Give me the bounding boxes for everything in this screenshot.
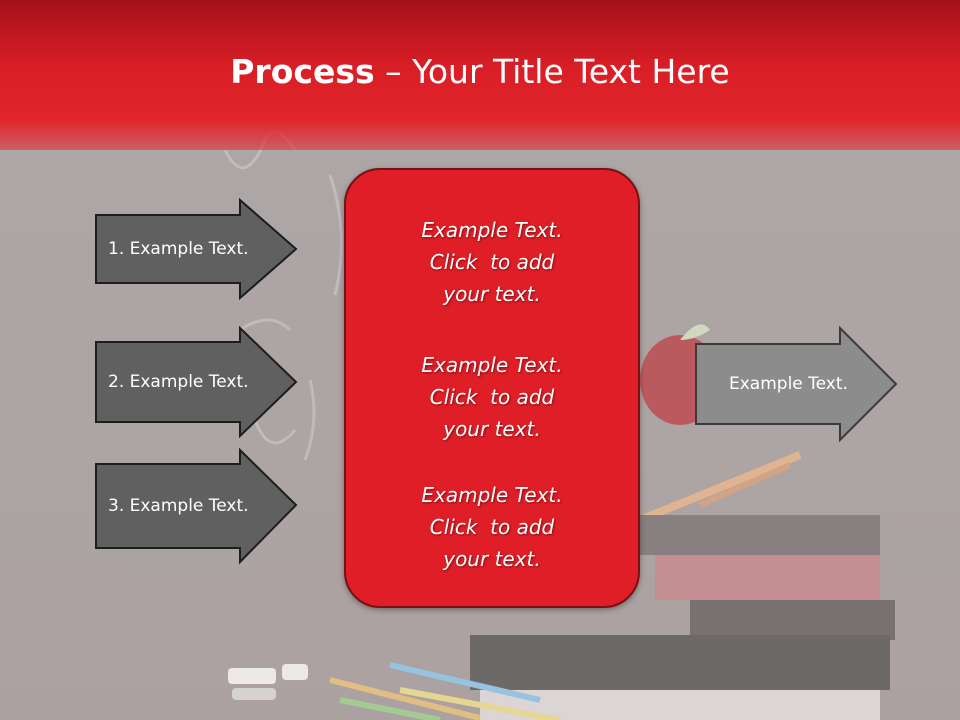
block-2-line-3: your text. bbox=[443, 417, 541, 441]
block-3-line-2: Click to add bbox=[429, 515, 555, 539]
block-2-line-2: Click to add bbox=[429, 385, 555, 409]
chalk-pieces-image bbox=[228, 664, 308, 700]
arrow-label-2: 2. Example Text. bbox=[108, 372, 249, 392]
block-3-line-1: Example Text. bbox=[421, 483, 563, 507]
process-arrow-1[interactable]: 1. Example Text. bbox=[94, 198, 300, 300]
books-image bbox=[470, 515, 895, 720]
slide-title[interactable]: Process – Your Title Text Here bbox=[0, 52, 960, 91]
pencils-image bbox=[638, 451, 802, 524]
arrow-label-1: 1. Example Text. bbox=[108, 239, 249, 259]
arrow-shape-1 bbox=[95, 198, 298, 300]
block-1-line-1: Example Text. bbox=[421, 218, 563, 242]
output-arrow[interactable]: Example Text. bbox=[694, 326, 900, 444]
process-arrow-3[interactable]: 3. Example Text. bbox=[94, 448, 300, 566]
block-1-line-3: your text. bbox=[443, 282, 541, 306]
output-arrow-label: Example Text. bbox=[729, 374, 848, 394]
arrow-shape-2 bbox=[95, 326, 298, 438]
center-text-block-1: Example Text. Click to add your text. bbox=[346, 214, 638, 310]
title-band bbox=[0, 0, 960, 150]
block-1-line-2: Click to add bbox=[429, 250, 555, 274]
center-text-block-3: Example Text. Click to add your text. bbox=[346, 479, 638, 575]
title-rest: – Your Title Text Here bbox=[374, 52, 730, 91]
block-3-line-3: your text. bbox=[443, 547, 541, 571]
center-text-block-2: Example Text. Click to add your text. bbox=[346, 349, 638, 445]
title-bold: Process bbox=[230, 52, 375, 91]
colored-pencils-image bbox=[329, 662, 561, 720]
arrow-shape-3 bbox=[95, 448, 298, 565]
arrow-label-3: 3. Example Text. bbox=[108, 496, 249, 516]
output-arrow-shape bbox=[695, 326, 898, 443]
block-2-line-1: Example Text. bbox=[421, 353, 563, 377]
center-text-box[interactable]: Example Text. Click to add your text. Ex… bbox=[344, 168, 640, 608]
process-arrow-2[interactable]: 2. Example Text. bbox=[94, 326, 300, 438]
